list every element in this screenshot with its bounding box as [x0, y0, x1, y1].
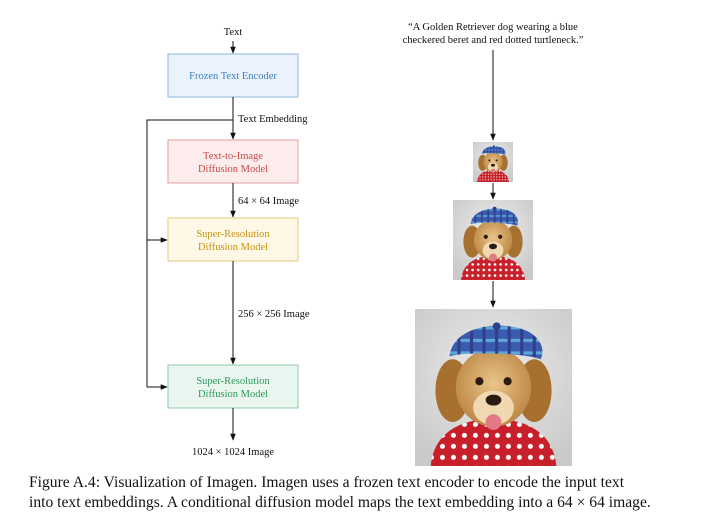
text-embedding-label: Text Embedding	[238, 114, 308, 125]
caption-line-1: Figure A.4: Visualization of Imagen. Ima…	[29, 474, 625, 491]
text-to-image-label-line2: Diffusion Model	[198, 164, 268, 175]
super-resolution-2-label-line1: Super-Resolution	[196, 376, 270, 387]
imagen-diagram: Text Frozen Text Encoder Text Embedding …	[146, 22, 584, 470]
dog-image-256	[453, 200, 533, 280]
figure-caption: Figure A.4: Visualization of Imagen. Ima…	[29, 473, 718, 513]
dog-image-1024	[415, 309, 572, 466]
prompt-line-1: “A Golden Retriever dog wearing a blue	[408, 22, 578, 33]
image-1024-label: 1024 × 1024 Image	[192, 447, 274, 458]
super-resolution-2-label-line2: Diffusion Model	[198, 389, 268, 400]
frozen-text-encoder-node: Frozen Text Encoder	[167, 53, 299, 98]
frozen-text-encoder-label: Frozen Text Encoder	[189, 71, 277, 82]
super-resolution-node-2: Super-Resolution Diffusion Model	[167, 364, 299, 409]
text-to-image-label-line1: Text-to-Image	[203, 151, 263, 162]
caption-line-2: into text embeddings. A conditional diff…	[29, 494, 651, 511]
image-256-label: 256 × 256 Image	[238, 309, 310, 320]
super-resolution-1-label-line2: Diffusion Model	[198, 242, 268, 253]
input-text-label: Text	[224, 27, 243, 38]
super-resolution-node-1: Super-Resolution Diffusion Model	[167, 217, 299, 262]
prompt-line-2: checkered beret and red dotted turtlenec…	[403, 35, 584, 46]
super-resolution-1-label-line1: Super-Resolution	[196, 229, 270, 240]
text-to-image-node: Text-to-Image Diffusion Model	[167, 139, 299, 184]
dog-image-64	[473, 142, 513, 182]
image-64-label: 64 × 64 Image	[238, 196, 299, 207]
